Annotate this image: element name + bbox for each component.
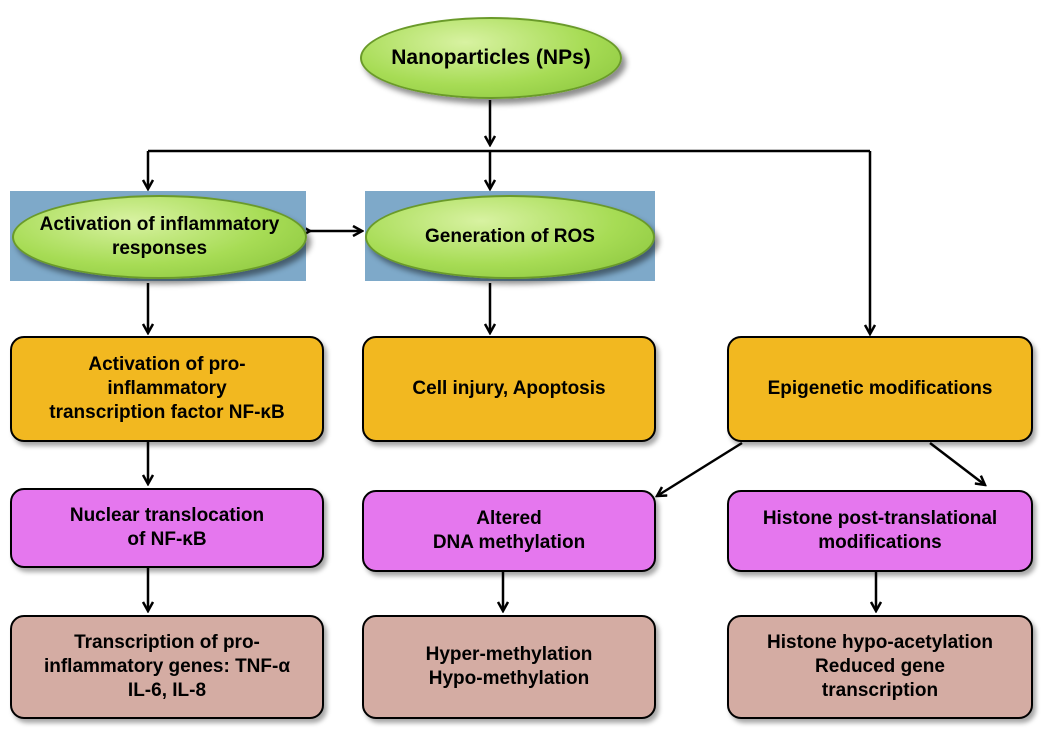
node-methylation-types-label: Hyper-methylation Hypo-methylation (425, 644, 593, 689)
node-nanoparticles-label: Nanoparticles (NPs) (391, 46, 591, 69)
node-methylation-types: Hyper-methylation Hypo-methylation (362, 615, 656, 719)
node-nuclear-translocation: Nuclear translocation of NF-κB (10, 488, 324, 568)
node-transcription-genes-label: Transcription of pro- inflammatory genes… (43, 632, 291, 701)
node-histone-hypoacetylation-label: Histone hypo-acetylation Reduced gene tr… (767, 632, 993, 701)
node-epigenetic: Epigenetic modifications (727, 336, 1033, 442)
node-nfkb-activation: Activation of pro- inflammatory transcri… (10, 336, 324, 442)
node-inflammatory: Activation of inflammatory responses (12, 195, 307, 279)
node-dna-methylation: Altered DNA methylation (362, 490, 656, 572)
node-dna-methylation-label: Altered DNA methylation (432, 508, 586, 553)
node-histone-hypoacetylation: Histone hypo-acetylation Reduced gene tr… (727, 615, 1033, 719)
node-nfkb-activation-label: Activation of pro- inflammatory transcri… (49, 354, 285, 423)
node-histone-modifications-label: Histone post-translational modifications (762, 508, 998, 553)
node-ros: Generation of ROS (365, 195, 655, 279)
node-nanoparticles: Nanoparticles (NPs) (360, 17, 622, 99)
arrow-epigenetic-to-dna (657, 441, 743, 496)
node-inflammatory-label: Activation of inflammatory responses (39, 214, 280, 259)
node-epigenetic-label: Epigenetic modifications (767, 378, 993, 399)
node-histone-modifications: Histone post-translational modifications (727, 490, 1033, 572)
arrow-epigenetic-to-histone (929, 442, 985, 485)
node-cell-injury: Cell injury, Apoptosis (362, 336, 656, 442)
node-ros-label: Generation of ROS (425, 226, 595, 247)
node-transcription-genes: Transcription of pro- inflammatory genes… (10, 615, 324, 719)
node-nuclear-translocation-label: Nuclear translocation of NF-κB (69, 505, 265, 550)
node-cell-injury-label: Cell injury, Apoptosis (412, 378, 606, 399)
